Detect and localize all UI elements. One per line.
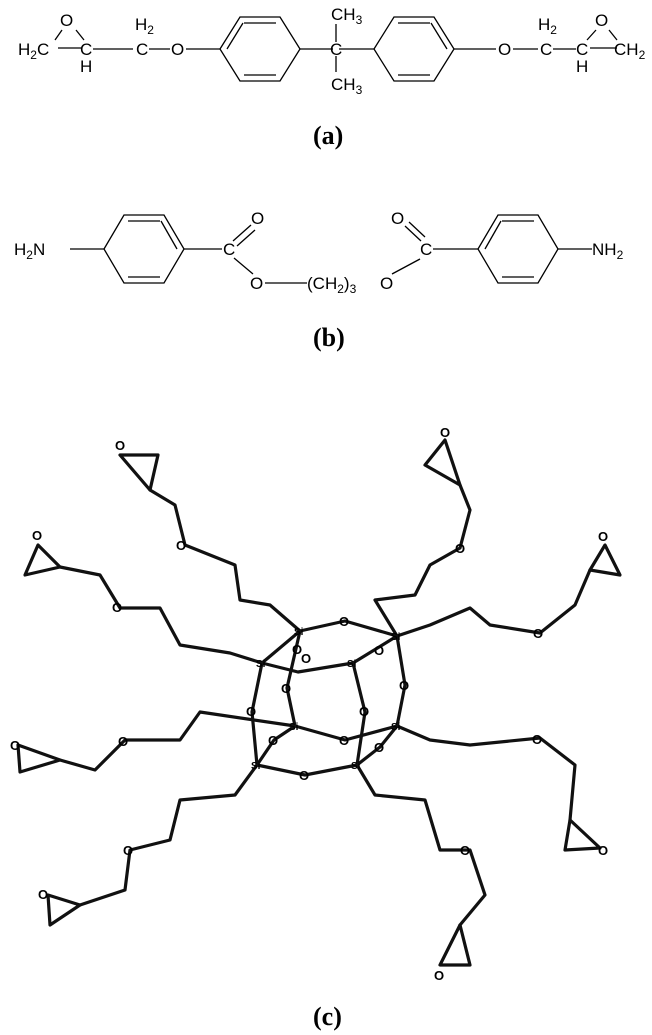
methyl-top-label: CH3 [331,5,363,27]
panel-b-structure: H2N C O O (CH2)3 O C O NH2 [14,209,624,296]
caption-c: (c) [313,1002,342,1031]
epoxide-o-4: O [598,529,608,544]
methine-h-label: H [80,57,92,76]
methine-h-right: H [576,57,588,76]
methylene-h2-label: H2 [135,15,154,37]
si-2: Si [391,632,401,643]
panel-a-structure: O H2C C H H2 C O C CH3 CH3 [18,5,646,97]
epoxide-o-6: O [598,843,608,858]
epoxide-o-8: O [434,968,444,983]
epoxide-o-3: O [440,425,450,440]
ether-oxygen-right: O [498,40,511,59]
epoxide-o-7: O [38,887,48,902]
si-8: Si [351,761,361,772]
propylene-chain-label: (CH2)3 [307,274,357,296]
epoxide-o-2: O [32,528,42,543]
caption-a: (a) [313,121,343,150]
ch2-right-label: CH2 [614,40,646,62]
methylene-h2-right: H2 [538,15,557,37]
h2n-left-label: H2N [14,240,45,262]
si-7: Si [251,761,261,772]
cage-o-6: O [281,681,291,696]
ether-o-1: O [176,538,186,553]
epoxide-o-1: O [115,438,125,453]
oxygen-labels: O O O O O O O O O O O O O O O O O O O O … [10,425,608,983]
panel-c-structure: O O O O O O O O O O O O O O O O O O O O … [10,425,622,983]
methylene-c-right: C [540,40,552,59]
carbonyl-c-left: C [223,240,235,259]
si-1: Si [294,627,304,638]
epoxide-oxygen-right: O [595,11,608,30]
poss-cage [250,619,407,777]
h2c-label: H2C [18,40,49,62]
caption-b: (b) [313,323,345,352]
ester-o-right: O [380,274,393,293]
cage-o-4: O [374,643,384,658]
nh2-right-label: NH2 [592,240,624,262]
cage-o-7: O [359,704,369,719]
carbonyl-o-right: O [391,209,404,228]
si-5: Si [289,722,299,733]
epoxide-oxygen-label: O [60,11,73,30]
epoxide-o-5: O [10,738,20,753]
benzene-ring-b-right [477,214,559,284]
ether-o-3: O [455,541,465,556]
si-4: Si [347,659,357,670]
ether-oxygen-left: O [171,40,184,59]
methine-c-right: C [576,40,588,59]
carbonyl-o-left: O [251,209,264,228]
cage-o-12: O [374,740,384,755]
ether-o-6: O [532,732,542,747]
si-3: Si [256,659,266,670]
cage-o-3: O [301,651,311,666]
si-6: Si [391,722,401,733]
cage-o-11: O [268,733,278,748]
cage-o-10: O [299,768,309,783]
cage-o-2: O [292,642,302,657]
cage-o-1: O [339,614,349,629]
ester-o-left: O [250,274,263,293]
benzene-ring-right [373,16,455,82]
ether-o-8: O [460,843,470,858]
quaternary-c-label: C [330,40,342,59]
epoxide-rings [16,438,622,967]
poss-arms [58,483,592,927]
ether-o-2: O [112,600,122,615]
benzene-ring-b-left [103,214,185,284]
right-epoxide-ring: C H O CH2 [576,11,646,76]
ether-o-5: O [118,734,128,749]
ether-o-7: O [123,843,133,858]
methylene-c-label: C [136,40,148,59]
methyl-bottom-label: CH3 [331,75,363,97]
carbonyl-c-right: C [420,240,432,259]
benzene-ring-left [219,16,301,82]
left-epoxide-ring: O H2C C H [18,11,92,76]
ether-o-4: O [533,626,543,641]
silicon-labels: Si Si Si Si Si Si Si Si [251,627,401,772]
methine-c-label: C [80,40,92,59]
cage-o-8: O [399,678,409,693]
cage-o-9: O [339,733,349,748]
cage-o-5: O [246,704,256,719]
